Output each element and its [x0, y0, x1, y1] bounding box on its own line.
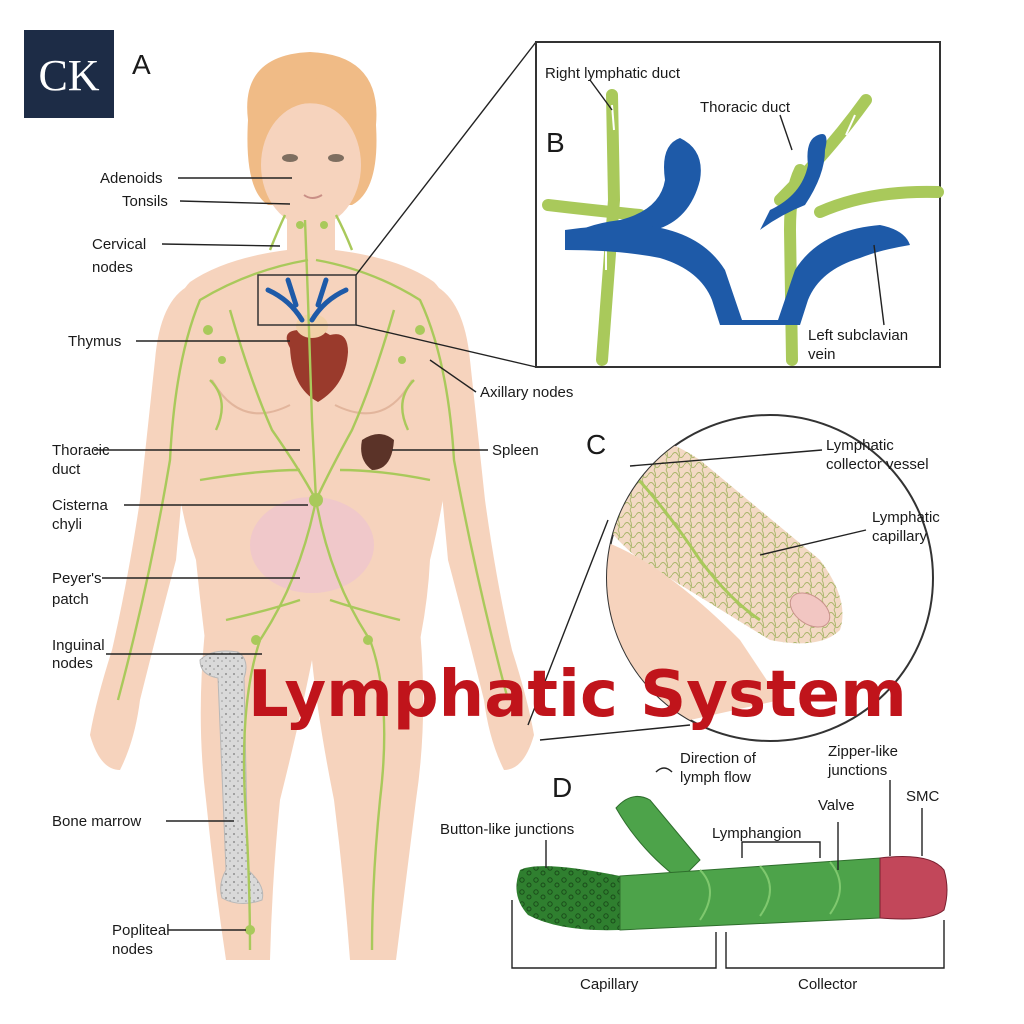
flow-arrow-icon	[655, 767, 673, 773]
label-inguinal-1: Inguinal	[52, 637, 105, 654]
label-collector-d: Collector	[798, 976, 857, 993]
capillary-tube	[516, 866, 620, 931]
mouth	[303, 194, 323, 199]
label-capillary-c-1: Lymphatic	[872, 509, 940, 526]
label-inguinal-2: nodes	[52, 655, 93, 672]
label-capillary-c-2: capillary	[872, 528, 928, 545]
label-zipper-2: junctions	[827, 762, 887, 779]
label-left-subclavian-1: Left subclavian	[808, 327, 908, 344]
label-direction-2: lymph flow	[680, 769, 751, 786]
panel-c-leader-lines	[629, 449, 867, 556]
zoom-line-b-top	[355, 41, 537, 276]
collector-vessel-c	[618, 458, 761, 622]
label-axillary: Axillary nodes	[480, 384, 573, 401]
label-direction-1: Direction of	[680, 750, 757, 767]
logo-text: CK	[38, 51, 99, 100]
panel-d: D Direction of lymph flow Button-like ju…	[440, 743, 948, 993]
label-peyers-2: patch	[52, 591, 89, 608]
heart	[286, 328, 348, 402]
smc-segment	[879, 856, 948, 920]
fingernail	[789, 592, 831, 628]
label-popliteal-2: nodes	[112, 941, 153, 958]
label-smc: SMC	[906, 788, 940, 805]
panel-c: C Lymphatic collector vessel Lymphatic c…	[527, 414, 940, 742]
panel-b-vein-right	[760, 134, 827, 230]
label-button-junctions: Button-like junctions	[440, 821, 574, 838]
label-cervical-2: nodes	[92, 259, 133, 276]
logo-square	[24, 30, 114, 118]
panel-letter-d: D	[552, 772, 572, 803]
body-leader-lines	[94, 177, 488, 931]
lymph-nodes	[203, 221, 425, 935]
logo: CK	[24, 30, 114, 118]
zoom-line-c-bottom	[539, 724, 691, 741]
label-capillary-d: Capillary	[580, 976, 639, 993]
inset-box-a	[257, 274, 357, 326]
label-cisterna-2: chyli	[52, 516, 82, 533]
intestines	[250, 497, 374, 593]
panel-b: B Right lymphatic duct Thoracic duct Lef…	[355, 41, 944, 368]
collector-tube	[619, 857, 881, 931]
right-arm	[434, 285, 534, 770]
label-bone-marrow: Bone marrow	[52, 813, 141, 830]
left-eye	[282, 154, 298, 162]
label-tonsils: Tonsils	[122, 193, 168, 210]
label-zipper-1: Zipper-like	[828, 743, 898, 760]
zoom-line-c-top	[527, 519, 609, 726]
body-figure	[90, 52, 534, 960]
face	[261, 103, 361, 227]
panel-b-vein-left	[565, 138, 701, 240]
inset-veins-a	[265, 277, 349, 323]
label-thoracic-1: Thoracic	[52, 442, 110, 459]
label-peyers-1: Peyer's	[52, 570, 102, 587]
label-collector-vessel-1: Lymphatic	[826, 437, 894, 454]
panel-b-leader-lines	[589, 79, 885, 326]
panel-d-leader-lines	[511, 780, 945, 969]
zoom-line-b-bottom	[355, 324, 537, 368]
label-right-lymphatic-duct: Right lymphatic duct	[545, 65, 681, 82]
lymph-vessels	[116, 214, 510, 951]
hair-fringe	[262, 78, 362, 140]
label-cisterna-1: Cisterna	[52, 497, 109, 514]
label-collector-vessel-2: collector vessel	[826, 456, 929, 473]
label-valve: Valve	[818, 797, 854, 814]
label-popliteal-1: Popliteal	[112, 922, 170, 939]
panel-letter-c: C	[586, 429, 606, 460]
spleen	[361, 434, 394, 470]
label-thoracic-2: duct	[52, 461, 81, 478]
label-spleen: Spleen	[492, 442, 539, 459]
label-left-subclavian-2: vein	[808, 346, 836, 363]
label-adenoids: Adenoids	[100, 170, 163, 187]
label-thymus: Thymus	[68, 333, 121, 350]
legs	[200, 630, 424, 960]
left-arm	[90, 285, 190, 770]
label-lymphangion: Lymphangion	[712, 825, 802, 842]
collector-valves	[699, 861, 841, 921]
panel-b-vein-trunk	[565, 225, 910, 325]
panel-letter-b: B	[546, 127, 565, 158]
label-cervical-1: Cervical	[92, 236, 146, 253]
panel-b-duct-arrows	[605, 104, 856, 270]
capillary-branch	[615, 795, 701, 881]
panel-letter-a: A	[132, 49, 151, 80]
main-title: Lymphatic System	[248, 658, 907, 732]
label-thoracic-duct-b: Thoracic duct	[700, 99, 791, 116]
right-eye	[328, 154, 344, 162]
